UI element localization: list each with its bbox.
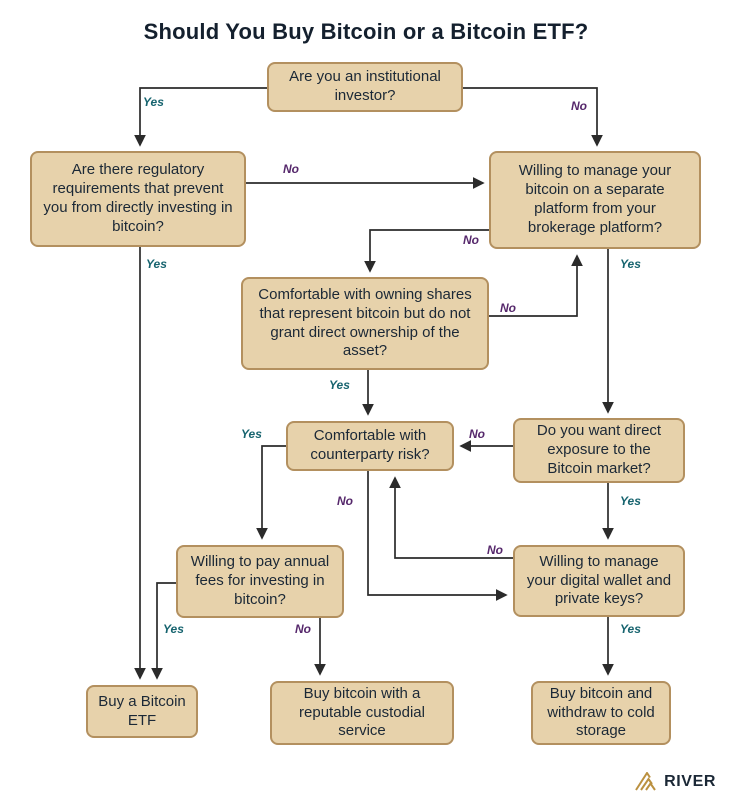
node-buy-etf: Buy a Bitcoin ETF [86,685,198,738]
node-wallet: Willing to manage your digital wallet an… [513,545,685,617]
edge-label-counterparty-yes: Yes [241,427,262,441]
node-institutional: Are you an institutional investor? [267,62,463,112]
edge-label-institutional-yes: Yes [143,95,164,109]
arrow-institutional-yes [134,87,267,147]
edge-label-regulatory-yes: Yes [146,257,167,271]
node-exposure: Do you want direct exposure to the Bitco… [513,418,685,483]
page-title: Should You Buy Bitcoin or a Bitcoin ETF? [143,19,589,44]
edge-label-platform-yes: Yes [620,257,641,271]
arrow-counterparty-no [367,471,508,601]
node-separate-platform: Willing to manage your bitcoin on a sepa… [489,151,701,249]
edge-label-institutional-no: No [571,99,587,113]
arrow-counterparty-yes [256,445,286,540]
node-fees: Willing to pay annual fees for investing… [176,545,344,618]
edge-label-fees-no: No [295,622,311,636]
arrow-wallet-no [389,476,513,559]
river-logo-icon [635,772,656,791]
node-regulatory: Are there regulatory requirements that p… [30,151,246,247]
node-counterparty: Comfortable with counterparty risk? [286,421,454,471]
edge-label-regulatory-no: No [283,162,299,176]
edge-label-counterparty-no: No [337,494,353,508]
node-buy-custodial: Buy bitcoin with a reputable custodial s… [270,681,454,745]
edge-label-platform-no: No [463,233,479,247]
edge-label-exposure-yes: Yes [620,494,641,508]
edge-label-exposure-no: No [469,427,485,441]
brand-logo: RIVER [635,772,716,791]
arrow-platform-no [364,229,489,273]
node-buy-cold-storage: Buy bitcoin and withdraw to cold storage [531,681,671,745]
edge-label-wallet-yes: Yes [620,622,641,636]
brand-wordmark: RIVER [664,772,716,790]
arrow-institutional-no [463,87,603,147]
edge-label-fees-yes: Yes [163,622,184,636]
edge-label-shares-yes: Yes [329,378,350,392]
edge-label-shares-no: No [500,301,516,315]
arrow-fees-yes [151,582,176,680]
node-shares: Comfortable with owning shares that repr… [241,277,489,370]
arrow-shares-no [489,254,583,317]
edge-label-wallet-no: No [487,543,503,557]
